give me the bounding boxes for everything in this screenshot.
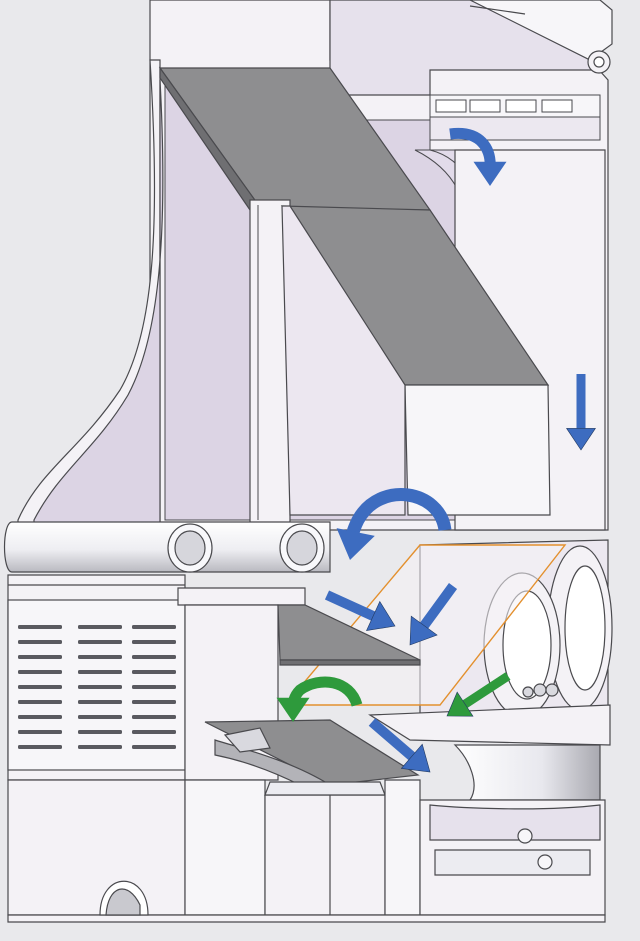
- diagonal-baffle-upper: [158, 66, 432, 211]
- curved-airflow-arrow-icon: [336, 488, 452, 560]
- right-lower-shelf: [368, 704, 611, 801]
- vent-slot-icon: [78, 730, 122, 734]
- lower-cabinet: [7, 574, 186, 781]
- vent-slot-icon: [132, 745, 176, 749]
- vent-slot-icon: [78, 700, 122, 704]
- vent-slot-icon: [78, 670, 122, 674]
- vent-slot-icon: [18, 700, 62, 704]
- middle-shelf: [177, 587, 421, 781]
- drain-opening: [99, 880, 149, 916]
- bottom-base: [7, 779, 606, 923]
- vent-slot-icon: [78, 655, 122, 659]
- vent-slot-icon: [132, 640, 176, 644]
- vent-slot-icon: [132, 700, 176, 704]
- vent-grille: [18, 625, 176, 749]
- vent-slot-icon: [78, 685, 122, 689]
- vent-slot-icon: [78, 715, 122, 719]
- curved-airflow-arrow-icon: [276, 676, 363, 722]
- airflow-arrow-icon: [324, 590, 396, 631]
- vent-slot-icon: [78, 745, 122, 749]
- vent-slot-icon: [18, 715, 62, 719]
- airflow-arrow-icon: [409, 583, 458, 646]
- vent-slot-icon: [132, 670, 176, 674]
- top-cover: [329, 0, 613, 96]
- vent-slot-icon: [132, 730, 176, 734]
- vent-slot-icon: [78, 640, 122, 644]
- vent-slot-icon: [132, 685, 176, 689]
- diagonal-baffle-lower: [280, 205, 551, 516]
- vent-slot-icon: [132, 625, 176, 629]
- vent-slot-icon: [18, 730, 62, 734]
- vent-slot-icon: [18, 655, 62, 659]
- top-filter: [429, 94, 601, 141]
- curved-airflow-arrow-icon: [449, 127, 507, 186]
- vent-slot-icon: [78, 625, 122, 629]
- vent-slot-icon: [18, 625, 62, 629]
- airflow-arrow-icon: [368, 718, 431, 773]
- airflow-arrow-icon: [446, 672, 511, 717]
- airflow-arrow-icon: [566, 374, 596, 451]
- vent-slot-icon: [18, 640, 62, 644]
- lower-tray: [204, 719, 420, 786]
- horizontal-pipe: [3, 521, 331, 573]
- vent-slot-icon: [132, 715, 176, 719]
- airflow-arrows: [276, 127, 596, 773]
- vent-slot-icon: [18, 745, 62, 749]
- vent-slot-icon: [18, 685, 62, 689]
- vent-slot-icon: [132, 655, 176, 659]
- vent-slot-icon: [18, 670, 62, 674]
